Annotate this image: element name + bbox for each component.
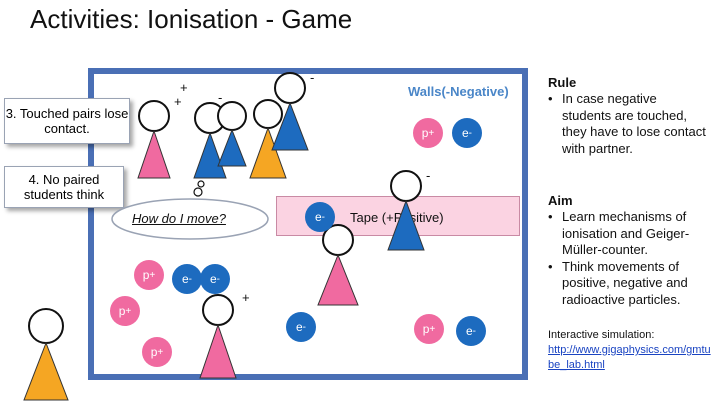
student-figure-neutral (249, 99, 287, 179)
charge-positive: p+ (413, 118, 443, 148)
charge-negative: e- (452, 118, 482, 148)
charge-positive: p+ (142, 337, 172, 367)
simulation-link[interactable]: http://www.gigaphysics.com/gmtube_lab.ht… (548, 344, 711, 371)
student-figure-negative (271, 72, 309, 151)
thought-bubble-text: How do I move? (132, 211, 226, 226)
slide-title: Activities: Ionisation - Game (30, 4, 353, 34)
minus-symbol: - (426, 168, 431, 183)
thought-dot (197, 180, 205, 188)
aim-list: Learn mechanisms of ionisation and Geige… (548, 209, 708, 308)
simulation-note: Interactive simulation: http://www.gigap… (548, 328, 714, 373)
thought-bubble (111, 198, 269, 240)
callout-touched-pairs: 3. Touched pairs lose contact. (4, 98, 130, 144)
plus-symbol: + (180, 80, 188, 95)
student-figure-positive (199, 294, 237, 379)
thought-dot (193, 187, 203, 197)
charge-positive: p+ (134, 260, 164, 290)
charge-negative: e- (305, 202, 335, 232)
callout-no-paired-text: 4. No paired students think (23, 172, 105, 202)
minus-symbol: - (218, 90, 223, 105)
rule-item: In case negative students are touched, t… (548, 91, 708, 157)
student-figure-neutral (23, 308, 69, 401)
charge-positive: p+ (414, 314, 444, 344)
rule-list: In case negative students are touched, t… (548, 91, 708, 157)
charge-negative: e- (286, 312, 316, 342)
aim-item: Think movements of positive, negative an… (548, 259, 708, 309)
walls-label: Walls(-Negative) (408, 84, 509, 99)
student-figure-negative (193, 102, 227, 179)
rule-heading: Rule (548, 75, 577, 90)
simulation-label: Interactive simulation: (548, 329, 655, 341)
charge-negative: e- (172, 264, 202, 294)
plus-symbol: + (242, 290, 250, 305)
charge-negative: e- (200, 264, 230, 294)
callout-touched-pairs-text: 3. Touched pairs lose contact. (5, 106, 129, 136)
minus-symbol: - (310, 70, 315, 85)
charge-positive: p+ (110, 296, 140, 326)
plus-symbol: + (174, 94, 182, 109)
student-figure-negative (387, 170, 425, 251)
callout-no-paired: 4. No paired students think (4, 166, 124, 208)
student-figure-positive (317, 224, 359, 306)
student-figure-negative (217, 101, 247, 167)
aim-heading: Aim (548, 193, 573, 208)
charge-negative: e- (456, 316, 486, 346)
student-figure-positive (137, 100, 171, 179)
aim-item: Learn mechanisms of ionisation and Geige… (548, 209, 708, 259)
tape-label: Tape (+Positive) (350, 210, 444, 225)
